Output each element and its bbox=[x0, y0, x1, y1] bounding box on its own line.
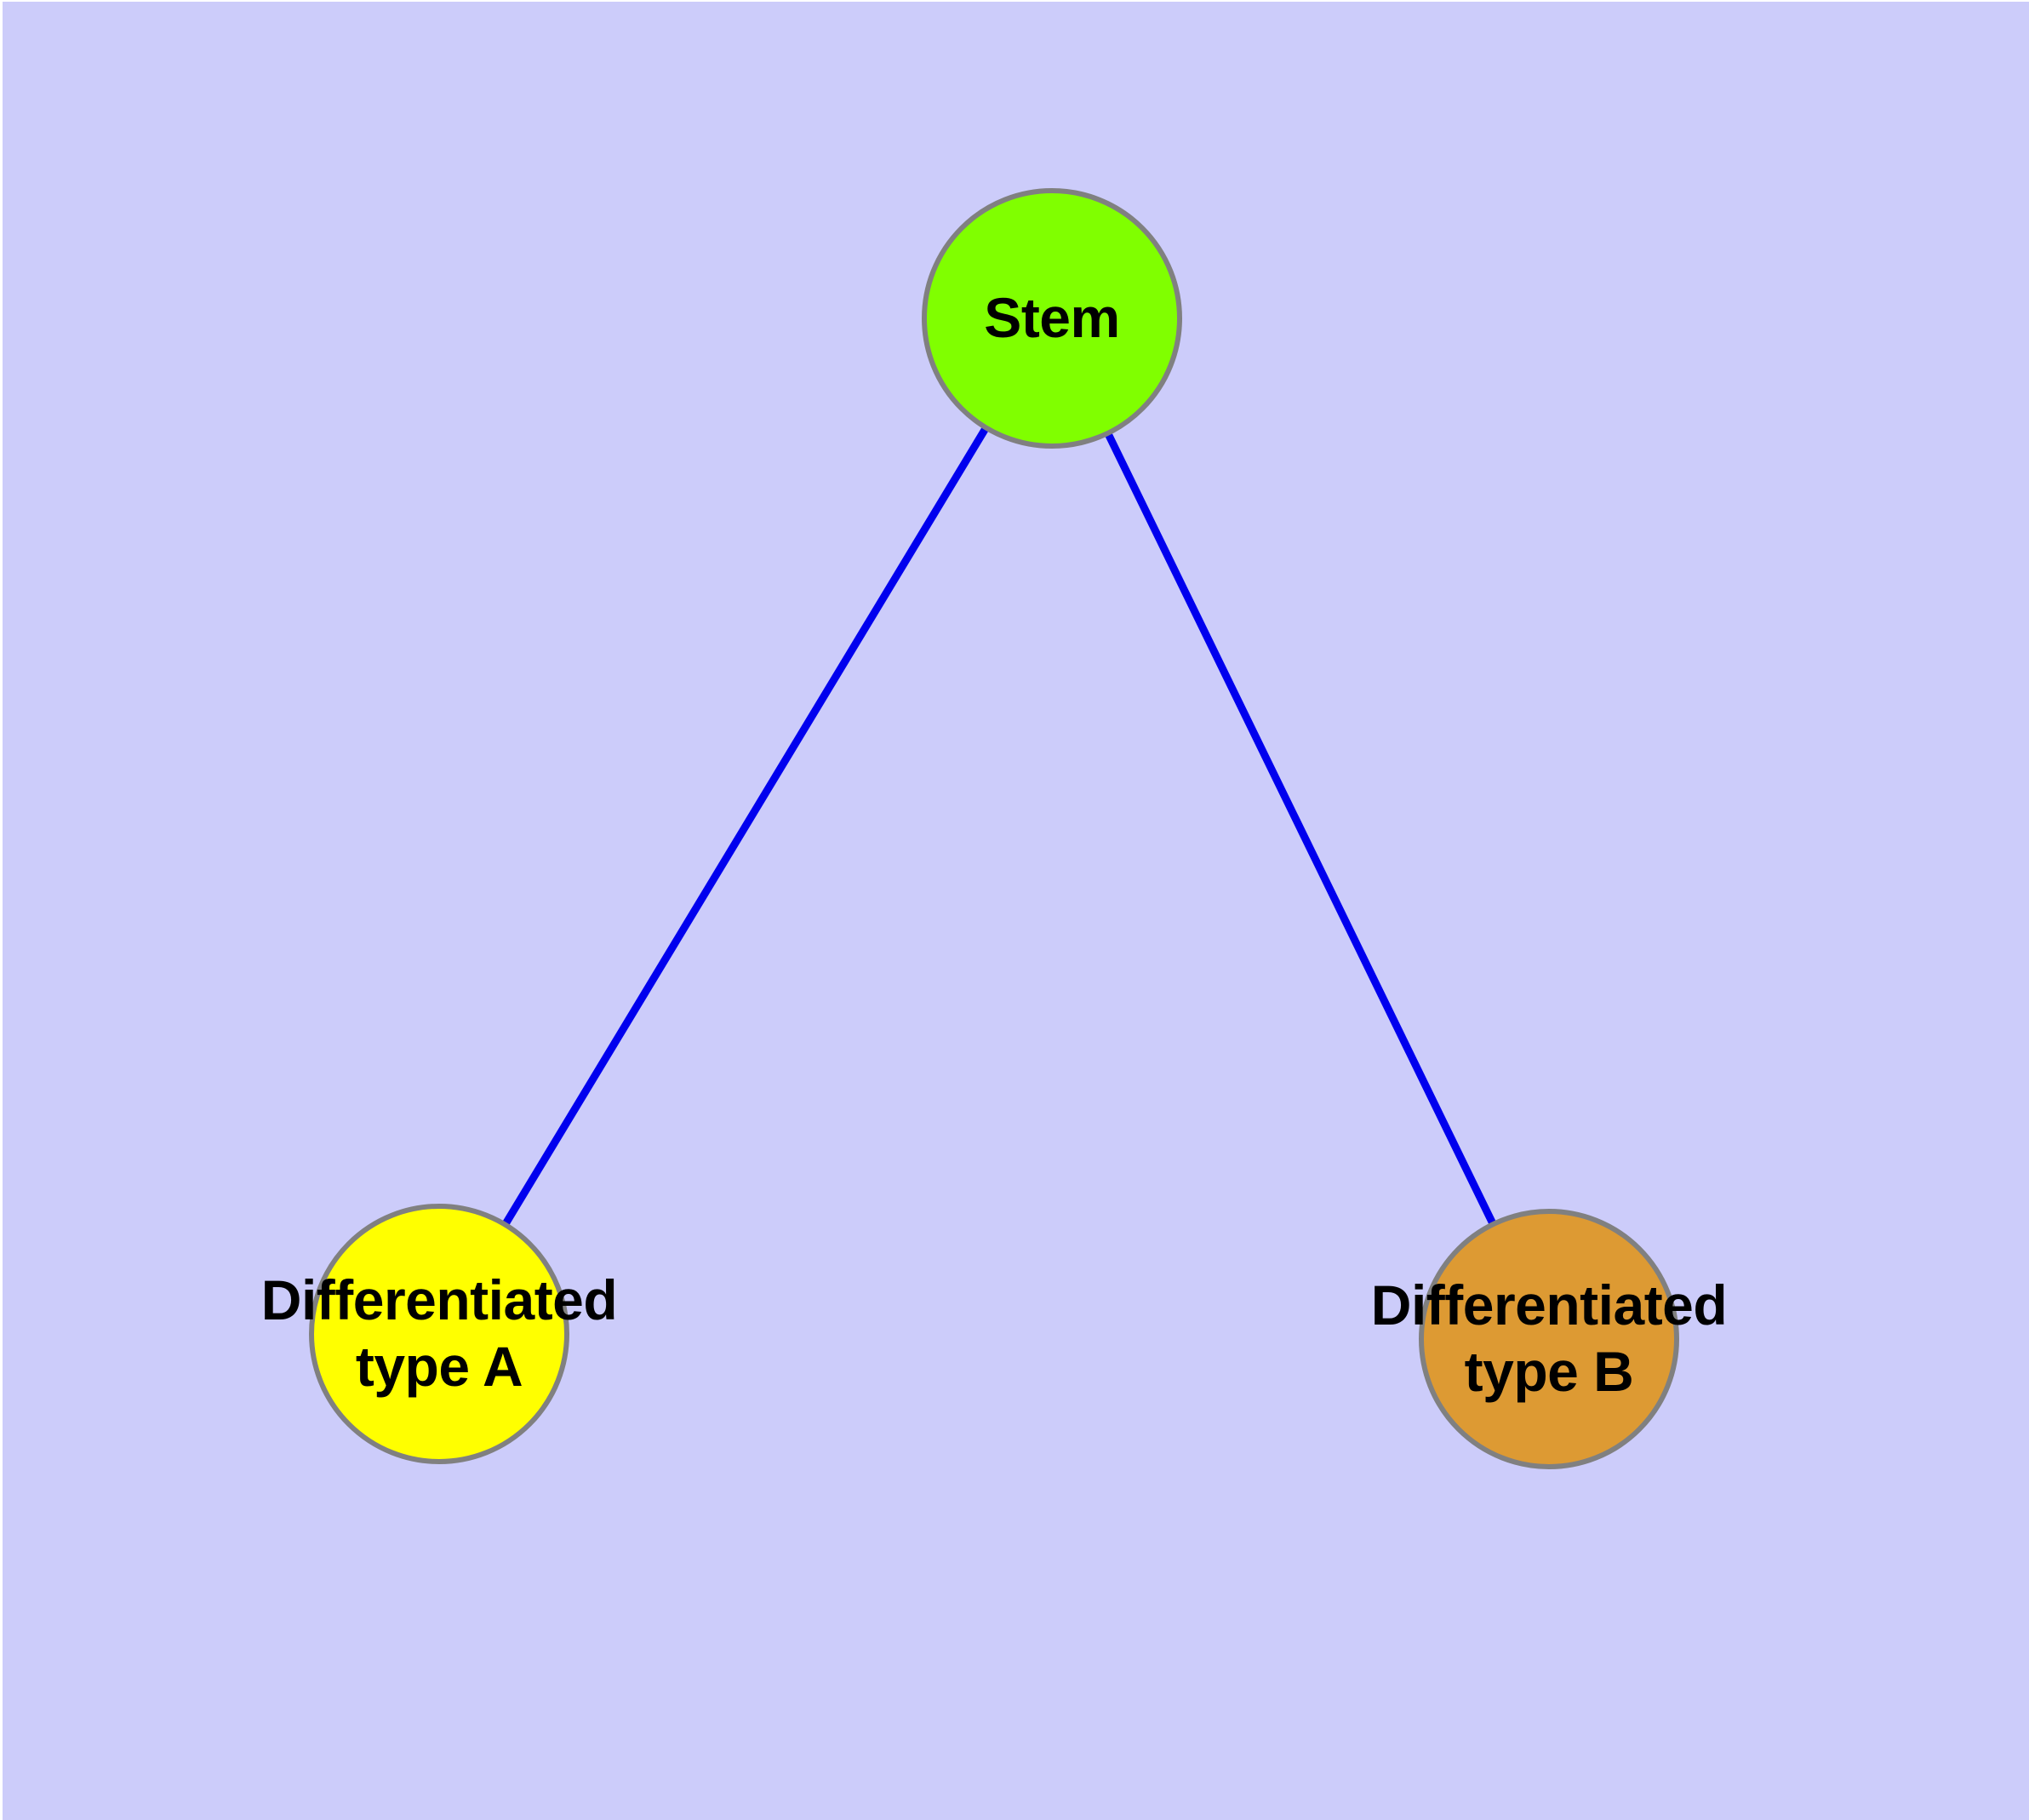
edge-layer bbox=[436, 316, 1553, 1341]
node-differentiated-type-b[interactable] bbox=[1419, 1209, 1679, 1469]
edge-stem-to-differentiated-type-a[interactable] bbox=[436, 316, 1055, 1336]
node-layer bbox=[309, 188, 1679, 1469]
node-differentiated-type-a[interactable] bbox=[309, 1204, 569, 1464]
node-stem[interactable] bbox=[922, 188, 1182, 449]
edge-stem-to-differentiated-type-b[interactable] bbox=[1048, 317, 1553, 1341]
